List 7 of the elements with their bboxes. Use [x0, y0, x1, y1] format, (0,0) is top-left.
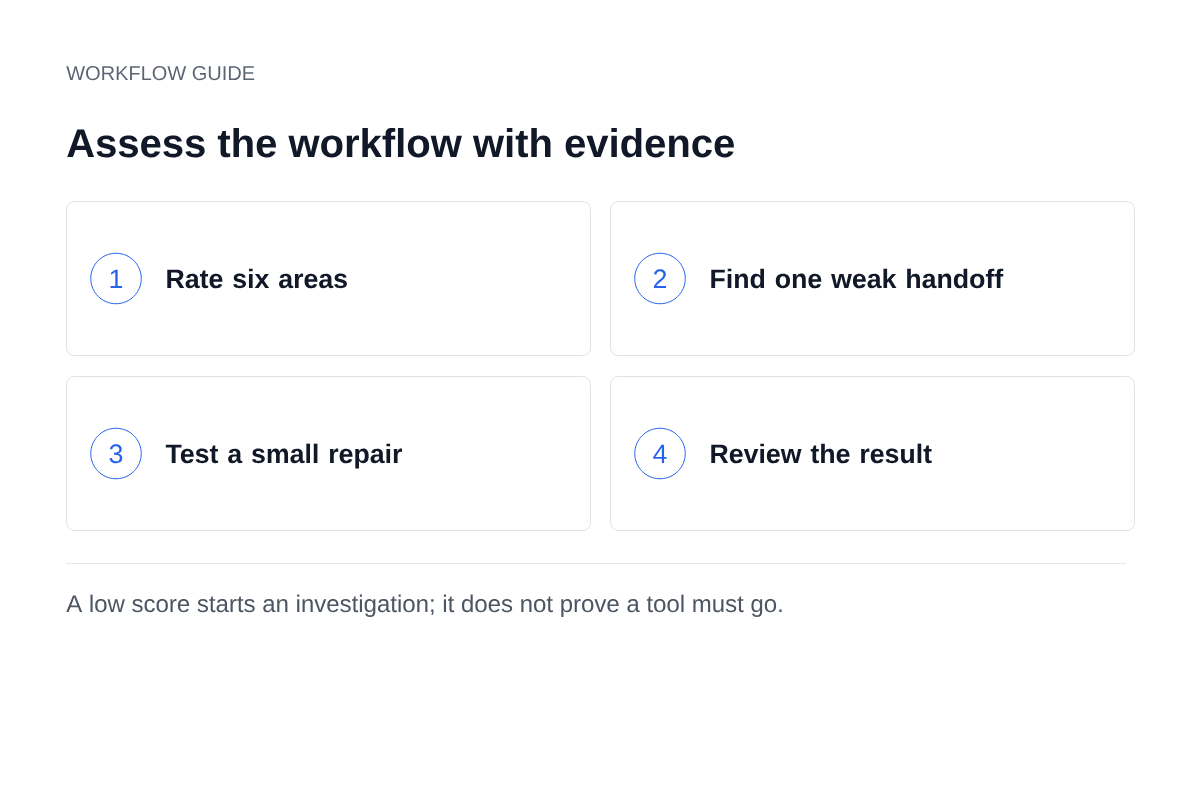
caption-text: A low score starts an investigation; it does not prove a tool must go.: [66, 594, 782, 617]
page-title: Assess the workflow with evidence: [67, 128, 734, 158]
step-number: 4: [634, 427, 686, 480]
step-number: 1: [90, 252, 142, 305]
eyebrow-label: WORKFLOW GUIDE: [66, 66, 255, 81]
step-number: 2: [634, 252, 686, 305]
step-number: 3: [90, 427, 142, 480]
